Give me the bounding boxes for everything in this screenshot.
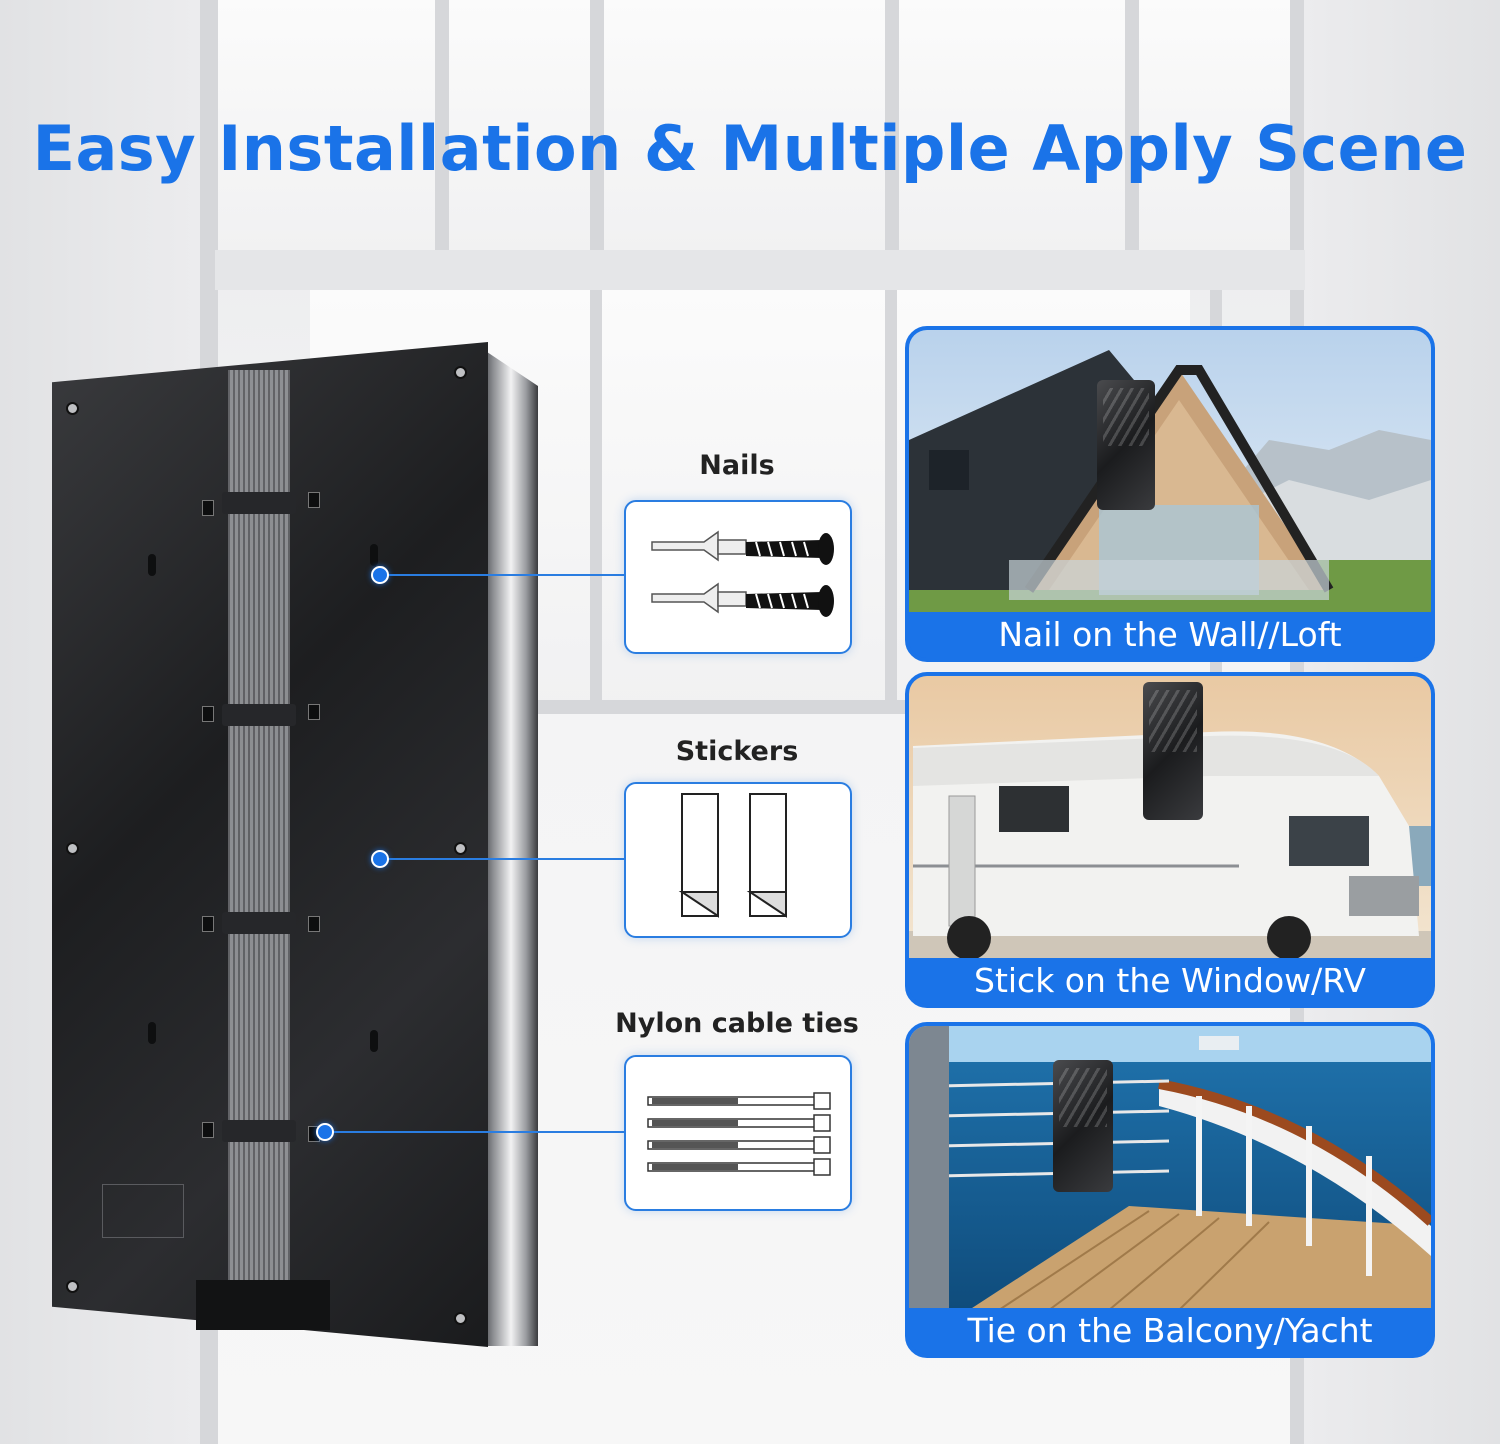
connector-line — [325, 1131, 625, 1133]
clip-slot — [308, 916, 320, 932]
clip-slot — [308, 704, 320, 720]
screw-icon — [454, 1312, 467, 1325]
accessory-label-stickers: Stickers — [675, 736, 799, 767]
cable-ties-box — [624, 1055, 852, 1211]
keyhole-slot — [148, 1022, 156, 1044]
cable-band — [222, 704, 296, 726]
screw-icon — [66, 402, 79, 415]
keyhole-slot — [370, 1030, 378, 1052]
scene-caption-wall: Nail on the Wall//Loft — [909, 612, 1431, 658]
keyhole-slot — [148, 554, 156, 576]
scene-caption-balcony: Tie on the Balcony/Yacht — [909, 1308, 1431, 1354]
screw-icon — [454, 366, 467, 379]
stickers-box — [624, 782, 852, 938]
connector-line — [380, 574, 625, 576]
house-scene-image — [909, 330, 1431, 614]
product-label-area — [102, 1184, 184, 1238]
scene-card-window: Stick on the Window/RV — [905, 672, 1435, 1008]
nail-anchor-icon — [651, 530, 834, 617]
screw-icon — [66, 1280, 79, 1293]
screw-icon — [454, 842, 467, 855]
clip-slot — [308, 492, 320, 508]
scene-caption-window: Stick on the Window/RV — [909, 958, 1431, 1004]
scene-card-balcony: Tie on the Balcony/Yacht — [905, 1022, 1435, 1358]
cable-tie-icon — [647, 1092, 831, 1176]
cable-band — [222, 912, 296, 934]
antenna-back-panel — [50, 342, 540, 1352]
clip-slot — [202, 1122, 214, 1138]
cable-band — [222, 1120, 296, 1142]
clip-slot — [202, 500, 214, 516]
panel-side-edge — [478, 346, 538, 1346]
panel-ribs — [228, 370, 290, 1330]
accessory-label-nails: Nails — [699, 450, 775, 481]
sticker-strip-icon — [678, 793, 787, 918]
connector-dot — [371, 566, 389, 584]
panel-foot — [196, 1280, 330, 1330]
yacht-scene-image — [909, 1026, 1431, 1310]
scene-card-wall: Nail on the Wall//Loft — [905, 326, 1435, 662]
antenna-mini — [1143, 682, 1203, 820]
clip-slot — [202, 916, 214, 932]
keyhole-slot — [370, 544, 378, 566]
connector-dot — [371, 850, 389, 868]
antenna-mini — [1053, 1060, 1113, 1192]
screw-icon — [66, 842, 79, 855]
antenna-mini — [1097, 380, 1155, 510]
cable-band — [222, 492, 296, 514]
connector-dot — [316, 1123, 334, 1141]
accessory-label-cable-ties: Nylon cable ties — [615, 1008, 859, 1039]
nails-box — [624, 500, 852, 654]
connector-line — [380, 858, 625, 860]
clip-slot — [202, 706, 214, 722]
rv-scene-image — [909, 676, 1431, 960]
page-title: Easy Installation & Multiple Apply Scene — [32, 112, 1468, 185]
